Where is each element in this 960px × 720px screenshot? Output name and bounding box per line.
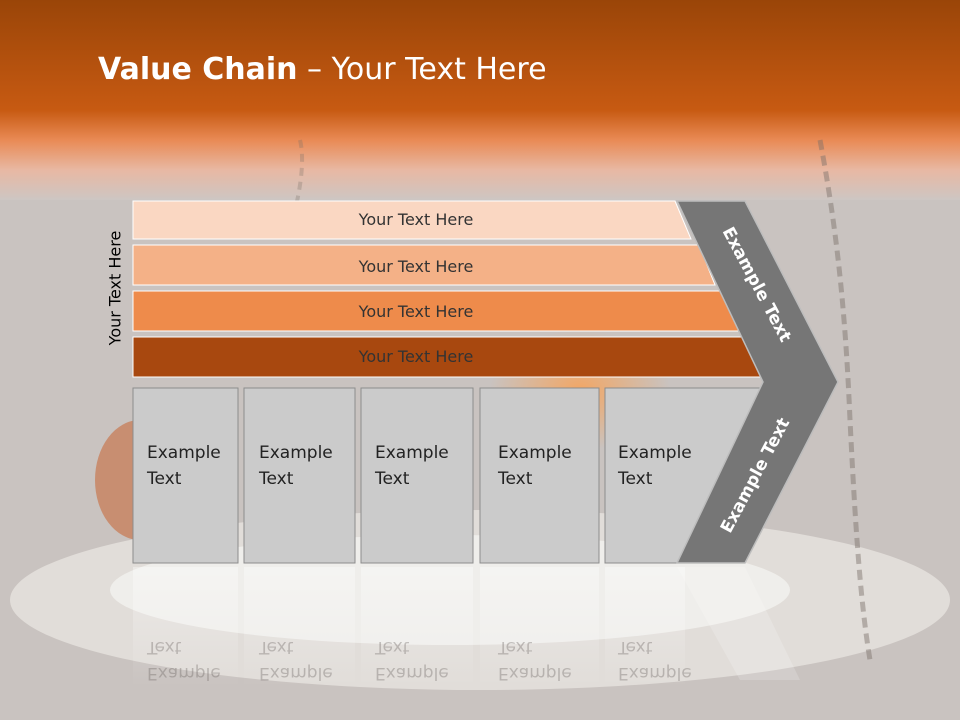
activity-box-4-label: Example Text xyxy=(498,443,572,489)
activity-box-3-label: Example Text xyxy=(375,443,449,489)
title-bold: Value Chain xyxy=(98,52,298,87)
activity-box-2-label: Example Text xyxy=(259,443,333,489)
activity-box-1-reflection: Example Text xyxy=(147,637,221,683)
activity-box-3 xyxy=(360,387,474,564)
activity-box-4 xyxy=(479,387,600,564)
chevron-arrow xyxy=(675,200,839,564)
row-bar-1 xyxy=(132,200,692,240)
activity-box-4-reflection: Example Text xyxy=(498,637,572,683)
activity-box-1 xyxy=(132,387,239,564)
activity-box-3-reflection: Example Text xyxy=(375,637,449,683)
row-label-4: Your Text Here xyxy=(358,347,474,366)
chevron-reflection xyxy=(677,567,800,680)
activity-box-2 xyxy=(243,387,356,564)
title-rest: – Your Text Here xyxy=(297,52,547,87)
activity-box-5-label: Example Text xyxy=(618,443,692,489)
row-label-3: Your Text Here xyxy=(358,302,474,321)
row-label-2: Your Text Here xyxy=(358,257,474,276)
activity-box-5-reflection: Example Text xyxy=(618,637,692,683)
activity-box-1-label: Example Text xyxy=(147,443,221,489)
row-label-1: Your Text Here xyxy=(358,210,474,229)
row-bar-2 xyxy=(132,244,716,286)
slide-title: Value Chain – Your Text Here xyxy=(98,52,547,87)
activity-box-2-reflection: Example Text xyxy=(259,637,333,683)
